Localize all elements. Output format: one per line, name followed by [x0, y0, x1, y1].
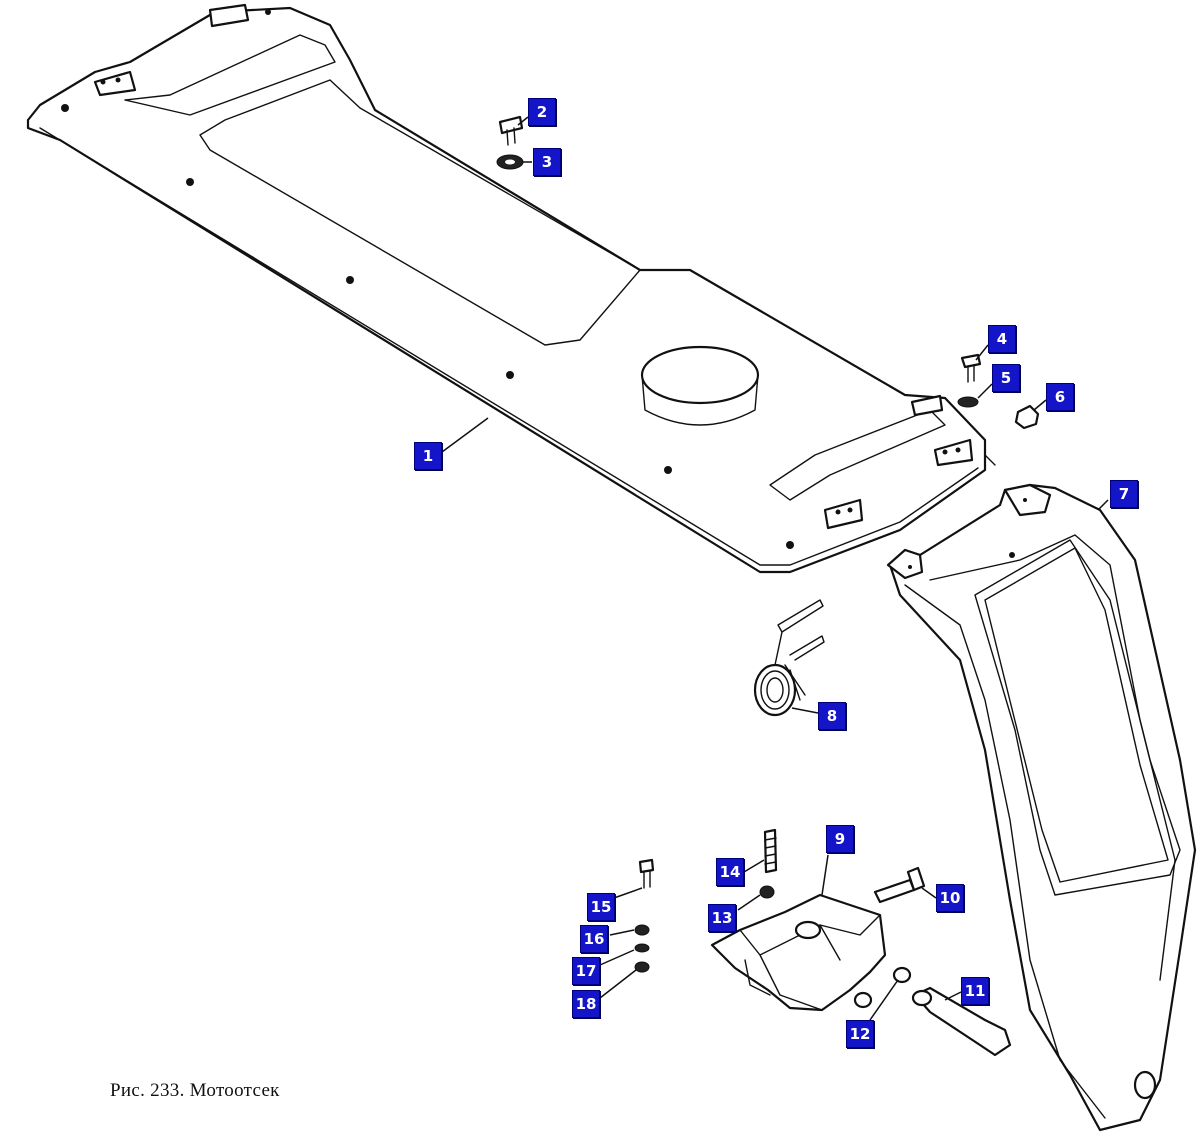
callout-5: 5 — [992, 364, 1020, 392]
callout-11: 11 — [961, 977, 989, 1005]
callout-8: 8 — [818, 702, 846, 730]
callout-14: 14 — [716, 858, 744, 886]
part-18-nut — [634, 961, 650, 973]
part-8-spring — [753, 599, 825, 717]
part-2-bolt — [498, 115, 524, 146]
part-1-floor-panel — [26, 3, 996, 574]
part-16-washer — [634, 924, 650, 936]
callout-9: 9 — [826, 825, 854, 853]
callout-12: 12 — [846, 1020, 874, 1048]
callout-16: 16 — [580, 925, 608, 953]
part-6-nut — [1014, 404, 1040, 430]
part-5-washer — [957, 396, 979, 408]
callout-7: 7 — [1110, 480, 1138, 508]
callout-10: 10 — [936, 884, 964, 912]
callout-18: 18 — [572, 990, 600, 1018]
part-17-washer — [634, 943, 650, 953]
callout-4: 4 — [988, 325, 1016, 353]
callout-13: 13 — [708, 904, 736, 932]
callout-17: 17 — [572, 957, 600, 985]
callout-1: 1 — [414, 442, 442, 470]
figure-caption: Рис. 233. Мотоотсек — [110, 1080, 280, 1101]
callout-3: 3 — [533, 148, 561, 176]
part-3-washer — [496, 154, 524, 170]
part-14-stud — [763, 828, 778, 874]
part-13-bushing — [759, 885, 775, 899]
leader-lines — [441, 116, 1109, 1021]
part-9-bracket — [710, 893, 887, 1012]
part-10-pin — [873, 866, 926, 904]
callout-6: 6 — [1046, 383, 1074, 411]
part-7-side-cover — [886, 483, 1197, 1132]
callout-15: 15 — [587, 893, 615, 921]
part-4-screw — [960, 353, 982, 383]
part-15-bolt — [638, 858, 655, 889]
part-12-nut — [853, 966, 912, 1009]
callout-2: 2 — [528, 98, 556, 126]
